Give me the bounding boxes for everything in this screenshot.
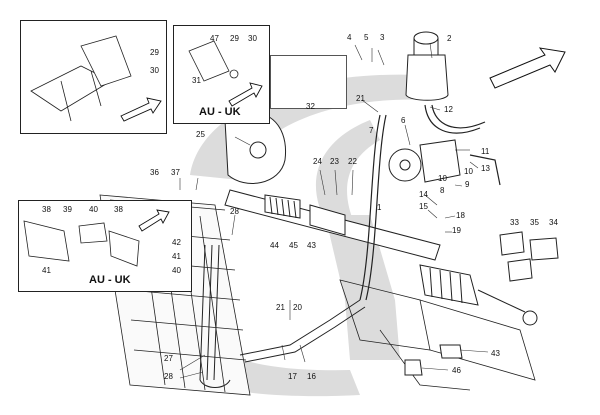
callout-16: 16 [307,372,316,381]
inset-top-middle: AU - UK [173,25,270,124]
direction-arrow-right [489,47,566,89]
callout-7: 7 [369,126,374,135]
callout-20: 20 [293,303,302,312]
callout-29: 29 [230,34,239,43]
callout-39: 39 [63,205,72,214]
callout-21: 21 [276,303,285,312]
callout-32: 32 [306,102,315,111]
callout-44: 44 [270,241,279,250]
inset-label-au-uk-left: AU - UK [89,274,131,286]
callout-47: 47 [210,34,219,43]
callout-25: 25 [196,130,205,139]
callout-11: 11 [481,147,490,156]
callout-27: 27 [164,354,173,363]
inset-top-left [20,20,167,134]
power-steering-pump [388,139,461,183]
callout-40: 40 [172,266,181,275]
callout-40: 40 [89,205,98,214]
inset-top-left-drawing [30,35,162,122]
callout-6: 6 [401,116,406,125]
callout-15: 15 [419,202,428,211]
callout-28: 28 [230,207,239,216]
steering-gear-right [419,264,538,326]
callout-22: 22 [348,157,357,166]
callout-30: 30 [150,66,159,75]
callout-23: 23 [330,157,339,166]
callout-35: 35 [530,218,539,227]
callout-3: 3 [380,33,385,42]
reservoir [405,31,449,101]
callout-8: 8 [440,186,445,195]
callout-43: 43 [491,349,500,358]
callout-34: 34 [549,218,558,227]
steering-rack [224,189,441,261]
callout-24: 24 [313,157,322,166]
callout-43: 43 [307,241,316,250]
callout-12: 12 [444,105,453,114]
callout-29: 29 [150,48,159,57]
inset-label-au-uk-top: AU - UK [199,106,241,118]
hoses [359,104,501,301]
callout-42: 42 [172,238,181,247]
callout-31: 31 [192,76,201,85]
callout-5: 5 [364,33,369,42]
callout-45: 45 [289,241,298,250]
callout-41: 41 [172,252,181,261]
callout-13: 13 [481,164,490,173]
callout-41: 41 [42,266,51,275]
callout-10: 10 [438,174,447,183]
callout-33: 33 [510,218,519,227]
callout-2: 2 [447,34,452,43]
callout-38: 38 [42,205,51,214]
callout-37: 37 [171,168,180,177]
callout-9: 9 [465,180,470,189]
bracket-parts [404,231,559,376]
subframe [339,279,536,391]
inset-top-middle-drawing [188,40,263,107]
callout-21: 21 [356,94,365,103]
callout-36: 36 [150,168,159,177]
callout-1: 1 [377,203,382,212]
callout-17: 17 [288,372,297,381]
leader-lines [179,42,489,379]
callout-4: 4 [347,33,352,42]
inset-left-middle: AU - UK [18,200,192,292]
callout-28: 28 [164,372,173,381]
callout-30: 30 [248,34,257,43]
callout-18: 18 [456,211,465,220]
inset-center [270,55,347,109]
callout-14: 14 [419,190,428,199]
callout-46: 46 [452,366,461,375]
callout-19: 19 [452,226,461,235]
callout-10: 10 [464,167,473,176]
callout-38: 38 [114,205,123,214]
inset-left-middle-drawing [23,209,170,267]
